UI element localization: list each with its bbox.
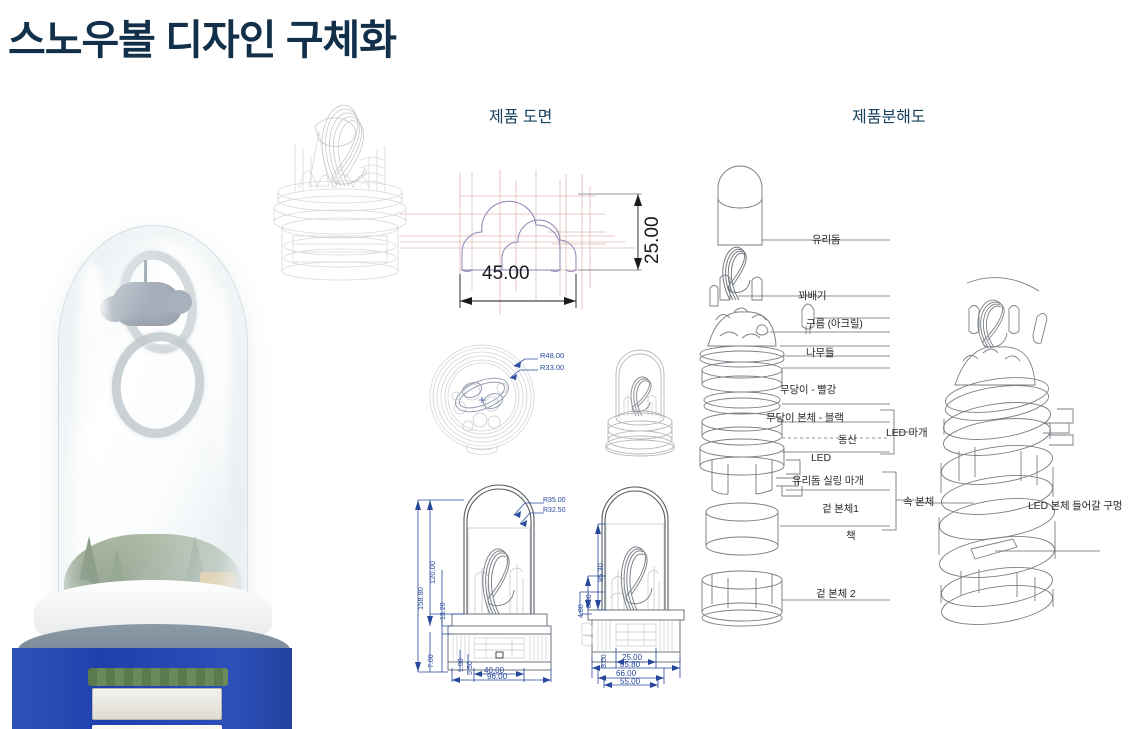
exploded-right-column	[925, 275, 1100, 625]
isometric-dome-sketch	[594, 344, 686, 457]
bracket-led-cap	[878, 408, 914, 456]
exp-label-dome-sealing-cap: 유리돔 실링 마개	[792, 475, 864, 487]
dome-highlight-left	[75, 262, 109, 442]
dim-front-inner-width: 40.00	[484, 666, 505, 675]
glass-dome-render	[58, 225, 248, 615]
top-view-drawing: R48.00 R33.00	[422, 342, 572, 455]
mechanism-plate-upper	[92, 688, 222, 720]
dim-side-notch: 3.00	[601, 654, 608, 668]
dim-side-base-width: 55.00	[620, 677, 641, 686]
dim-front-small-b: 5.50	[467, 661, 474, 675]
exp-label-twist: 꽈배기	[798, 290, 827, 302]
dim-front-overall-height: 158.80	[416, 587, 425, 610]
exp-label-mound: 동산	[838, 434, 857, 446]
dim-radius-r35: R35.00	[543, 497, 566, 504]
dim-side-body-width: 85.80	[620, 660, 641, 669]
exp-label-trees: 나무들	[806, 347, 835, 359]
dim-front-mid-height: 13.20	[440, 602, 447, 620]
exploded-center-column	[690, 160, 890, 630]
exp-label-led: LED	[811, 452, 831, 464]
cloud-profile-drawing: 45.00 25.00	[400, 170, 670, 315]
exp-label-acrylic-cloud: 구름 (아크릴)	[806, 318, 863, 330]
dim-front-base-height: 7.00	[428, 654, 435, 668]
leader-inner-body	[916, 498, 976, 508]
exp-label-ladybug-body-black: 무당이 본체 - 블랙	[766, 412, 844, 424]
exp-label-outer-body-1: 겉 본체1	[822, 503, 859, 515]
dim-front-dome-height: 120.00	[428, 561, 437, 584]
dim-radius-r33: R33.00	[540, 363, 565, 372]
wireframe-overview-sketch	[255, 96, 425, 286]
dim-radius-r48: R48.00	[540, 351, 565, 360]
side-elevation-drawing: 85.30 8.80 4.80 3.00 25.00 85.80 66.00 5…	[558, 472, 708, 690]
exp-label-led-cap: LED 마개	[886, 427, 928, 439]
exp-label-glass-dome: 유리돔	[812, 234, 841, 246]
dim-side-inner-width: 25.00	[622, 653, 643, 662]
exp-label-outer-body-2: 겉 본체 2	[816, 588, 856, 600]
section-header-exploded-view: 제품분해도	[852, 109, 926, 126]
exp-label-ladybug-red: 무당이 - 빨강	[780, 384, 837, 396]
book-green-block	[88, 668, 228, 686]
bracket-inner-body	[880, 470, 916, 532]
snowball-3d-render	[0, 180, 292, 729]
mechanism-plate-lower	[92, 725, 222, 729]
dim-front-small-a: 1.00	[458, 658, 465, 672]
dim-side-mid-width: 66.00	[616, 669, 637, 678]
dim-side-lip-height: 4.80	[578, 604, 585, 618]
dim-front-overall-width: 96.00	[487, 672, 508, 681]
exp-label-led-body-hole: LED 본체 들어갈 구멍	[1028, 500, 1123, 512]
exp-label-inner-body: 속 본체	[903, 496, 935, 508]
exp-label-book: 책	[846, 530, 856, 542]
dim-side-dome-height: 85.30	[596, 563, 605, 582]
dim-cloud-width: 45.00	[482, 263, 530, 284]
dim-cloud-height: 25.00	[642, 216, 663, 264]
dome-highlight-right	[211, 288, 229, 528]
dim-radius-r32-50: R32.50	[543, 507, 566, 514]
section-header-product-drawing: 제품 도면	[489, 109, 553, 126]
dim-side-plate-height: 8.80	[586, 594, 593, 608]
front-elevation-drawing: 158.80 120.00 13.20 7.00 1.00 5.50 40.00…	[412, 472, 587, 683]
page-title: 스노우볼 디자인 구체화	[8, 17, 397, 63]
